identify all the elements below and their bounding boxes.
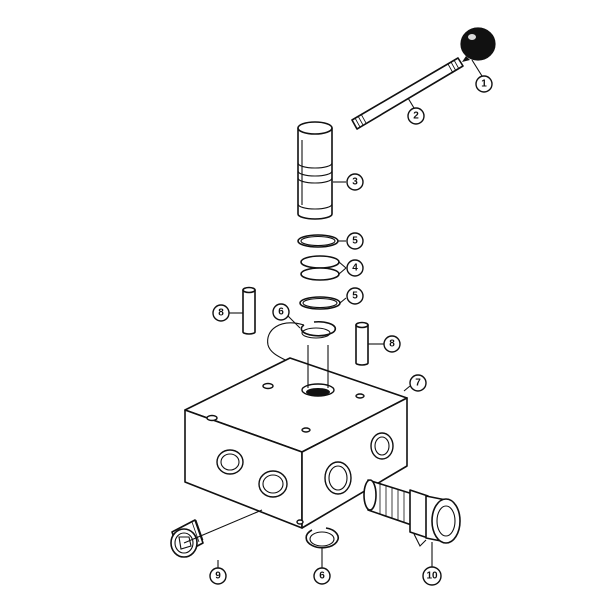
callout-8-left: 8 — [212, 304, 230, 322]
callout-5-upper: 5 — [346, 232, 364, 250]
svg-text:5: 5 — [352, 291, 358, 302]
callout-6-lower: 6 — [313, 567, 331, 585]
svg-text:4: 4 — [352, 263, 358, 274]
callout-6-upper: 6 — [272, 303, 290, 321]
svg-text:8: 8 — [218, 308, 224, 319]
svg-text:6: 6 — [278, 307, 284, 318]
svg-text:5: 5 — [352, 236, 358, 247]
callout-1: 1 — [475, 75, 493, 93]
callout-8-right: 8 — [383, 335, 401, 353]
spool — [297, 121, 333, 220]
callout-10: 10 — [422, 566, 442, 586]
callout-4: 4 — [346, 259, 364, 277]
callout-5-lower: 5 — [346, 287, 364, 305]
svg-text:9: 9 — [215, 571, 221, 582]
callout-3: 3 — [346, 173, 364, 191]
pin-left — [242, 286, 256, 335]
callout-2: 2 — [407, 107, 425, 125]
svg-text:1: 1 — [481, 79, 487, 90]
port-plug — [170, 519, 204, 558]
knob — [460, 27, 496, 62]
lever-rod — [351, 57, 464, 130]
pin-right — [355, 321, 369, 366]
callout-9: 9 — [209, 567, 227, 585]
svg-text:7: 7 — [415, 378, 421, 389]
callout-7: 7 — [409, 374, 427, 392]
svg-text:6: 6 — [319, 571, 325, 582]
svg-text:2: 2 — [413, 111, 419, 122]
svg-text:3: 3 — [352, 177, 358, 188]
svg-text:10: 10 — [426, 571, 438, 582]
valve-body — [184, 345, 408, 529]
leader-lines — [183, 59, 483, 568]
svg-text:8: 8 — [389, 339, 395, 350]
cartridge-valve — [363, 479, 461, 547]
seal-rings — [297, 234, 341, 310]
snap-ring-lower — [305, 527, 339, 549]
